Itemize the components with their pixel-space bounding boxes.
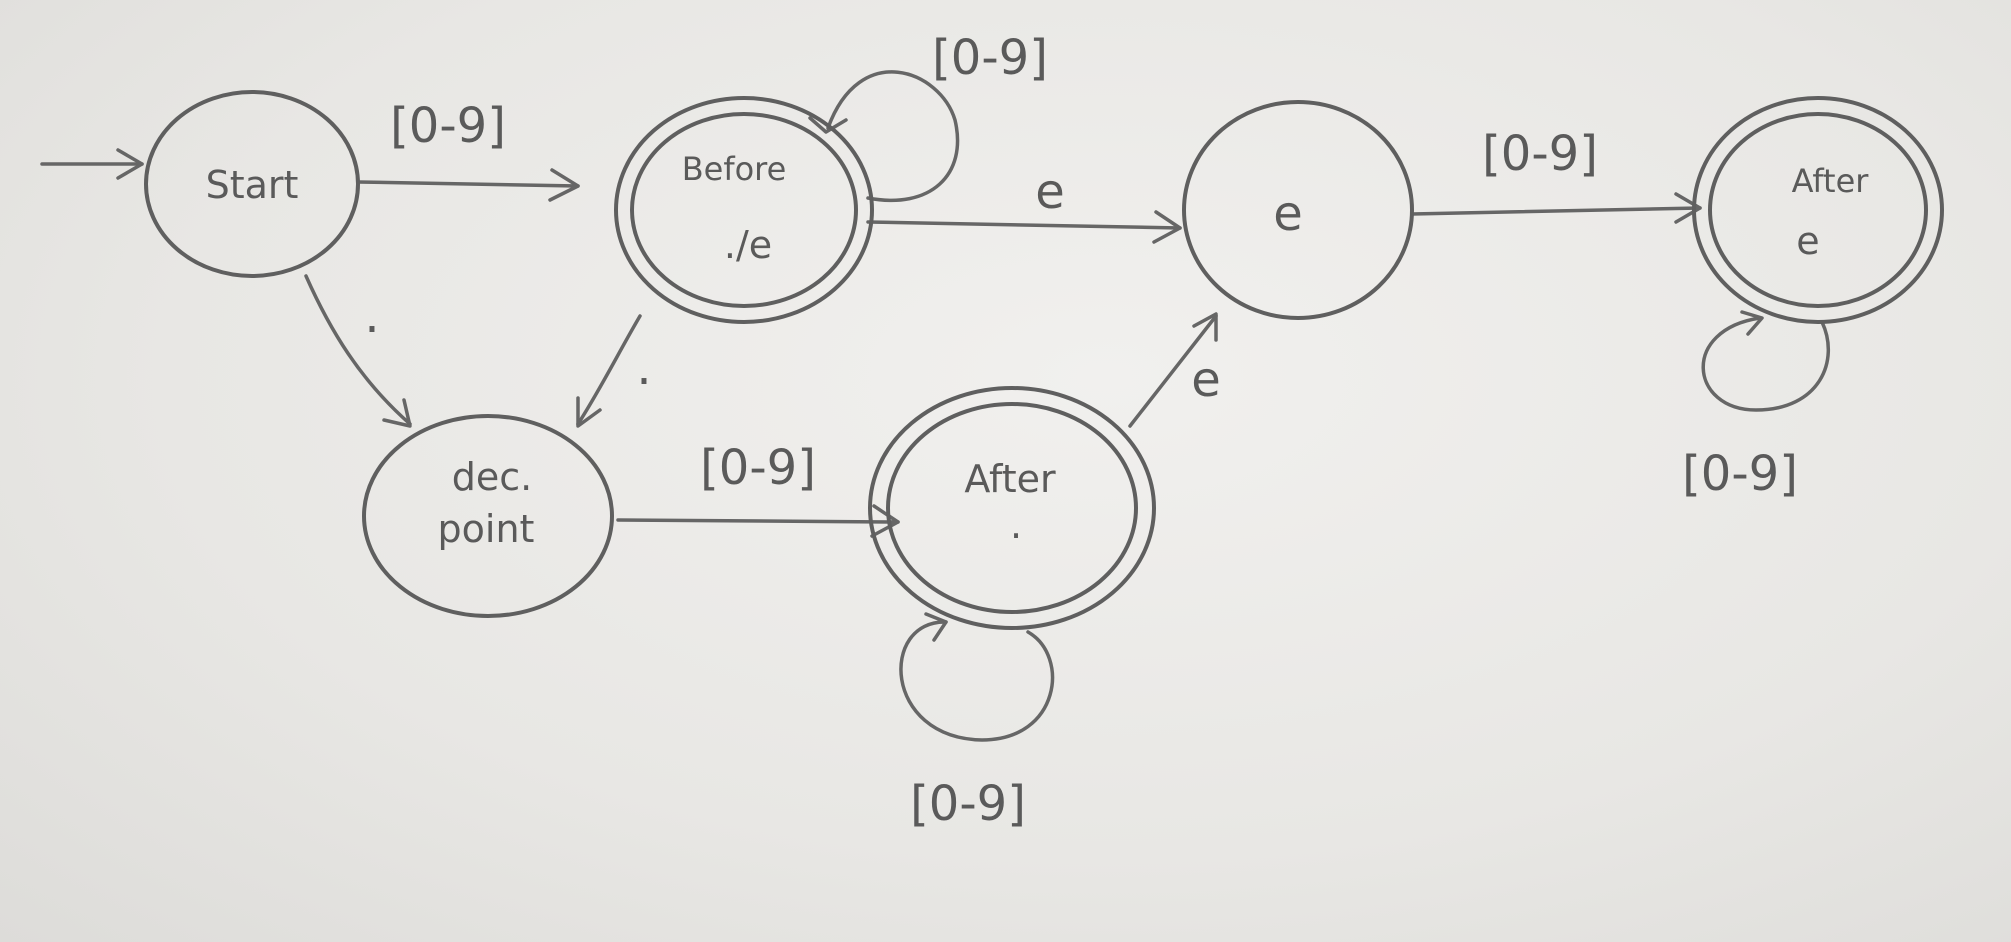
edge-before-loop-head — [808, 116, 848, 134]
label-before-to-dec: . — [636, 340, 651, 396]
label-before-to-e: e — [1035, 164, 1065, 220]
edge-start-to-before-head — [548, 168, 580, 202]
state-before-label-line2: ./e — [724, 223, 772, 267]
state-after-e-inner — [1708, 112, 1928, 308]
edge-e-to-after-e-head — [1674, 192, 1702, 224]
state-after-dot-label-line2: . — [1010, 503, 1022, 547]
state-after-e-outer — [1692, 96, 1944, 324]
edge-before-loop — [826, 70, 960, 203]
edge-start-to-dec — [304, 274, 412, 426]
label-after-dot-to-e: e — [1191, 352, 1221, 408]
state-after-e-label-line1: After — [1792, 162, 1870, 200]
state-e-label: e — [1273, 186, 1303, 242]
edge-after-dot-loop — [899, 620, 1055, 742]
state-after-dot-outer — [868, 386, 1156, 630]
label-after-dot-loop: [0-9] — [910, 776, 1026, 832]
label-start-to-before: [0-9] — [390, 98, 506, 154]
state-start — [144, 90, 360, 278]
label-after-e-loop: [0-9] — [1682, 446, 1798, 502]
edge-after-dot-to-e — [1128, 314, 1218, 428]
edge-dec-to-after-dot-head — [870, 504, 900, 538]
edge-e-to-after-e — [1410, 206, 1702, 216]
edge-after-dot-loop-head — [924, 612, 948, 642]
state-after-dot-inner — [886, 402, 1138, 614]
edge-before-to-dec-head — [576, 396, 602, 428]
state-before-inner — [630, 112, 858, 308]
state-before-label-line1: Before — [682, 150, 787, 188]
state-dec-point-label-line1: dec. — [452, 455, 532, 499]
edge-before-to-dec — [576, 314, 642, 426]
edge-dec-to-after-dot — [616, 518, 900, 524]
label-start-to-dec: . — [364, 288, 379, 344]
edge-start-to-dec-head — [382, 398, 412, 428]
edge-after-e-loop — [1701, 316, 1831, 412]
edge-after-e-loop-head — [1740, 310, 1764, 336]
state-before-outer — [614, 96, 874, 324]
state-after-dot-label-line1: After — [964, 457, 1056, 501]
label-dec-to-after-dot: [0-9] — [700, 440, 816, 496]
label-e-to-after-e: [0-9] — [1482, 126, 1598, 182]
edge-before-to-e-head — [1152, 210, 1182, 244]
label-before-loop: [0-9] — [932, 30, 1048, 86]
entry-arrow-head — [116, 148, 144, 180]
state-start-label: Start — [206, 163, 299, 207]
state-e — [1182, 100, 1414, 320]
state-dec-point-label-line2: point — [438, 507, 535, 551]
edge-before-to-e — [866, 220, 1182, 230]
edge-start-to-before — [356, 180, 580, 188]
edge-after-dot-to-e-head — [1192, 312, 1218, 342]
state-dec-point — [362, 414, 614, 618]
state-after-e-label-line2: e — [1796, 219, 1819, 263]
